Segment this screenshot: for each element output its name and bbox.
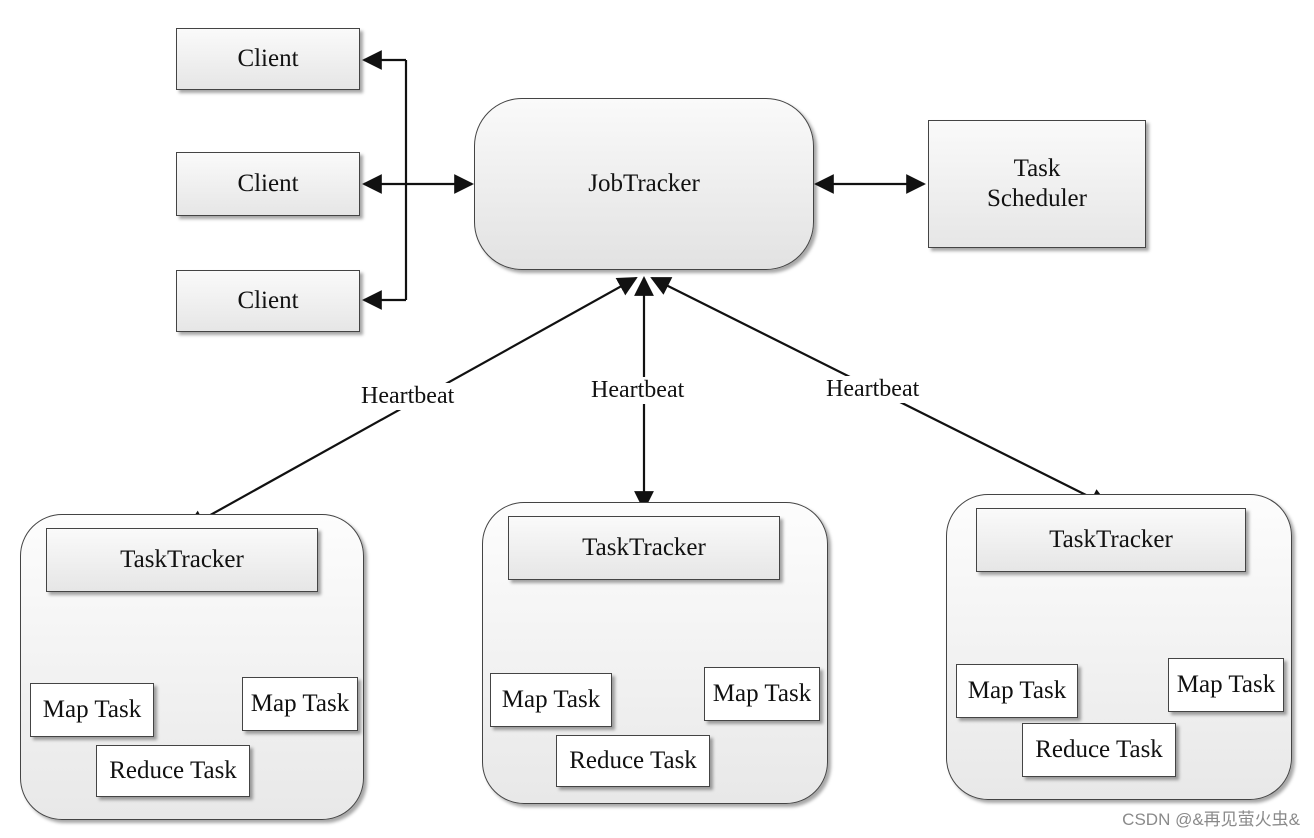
heartbeat-label-1: Heartbeat <box>359 383 457 410</box>
reduce-task-box-3: Reduce Task <box>1022 723 1176 777</box>
map-task-box-1b: Map Task <box>242 677 358 731</box>
reduce-task-box-1: Reduce Task <box>96 745 250 797</box>
map-task-box-2a: Map Task <box>490 673 612 727</box>
task-scheduler-box: Task Scheduler <box>928 120 1146 248</box>
map-task-box-2b: Map Task <box>704 667 820 721</box>
job-tracker-node: JobTracker <box>474 98 814 270</box>
heartbeat-label-3: Heartbeat <box>824 376 922 403</box>
client-box-2: Client <box>176 152 360 216</box>
reduce-task-box-2: Reduce Task <box>556 735 710 787</box>
client-box-3: Client <box>176 270 360 332</box>
map-task-box-1a: Map Task <box>30 683 154 737</box>
task-tracker-box-1: TaskTracker <box>46 528 318 592</box>
client-box-1: Client <box>176 28 360 90</box>
map-task-box-3b: Map Task <box>1168 658 1284 712</box>
task-tracker-box-3: TaskTracker <box>976 508 1246 572</box>
heartbeat-label-2: Heartbeat <box>589 377 687 404</box>
map-task-box-3a: Map Task <box>956 664 1078 718</box>
watermark: CSDN @&再见萤火虫& <box>1122 810 1300 829</box>
task-tracker-box-2: TaskTracker <box>508 516 780 580</box>
